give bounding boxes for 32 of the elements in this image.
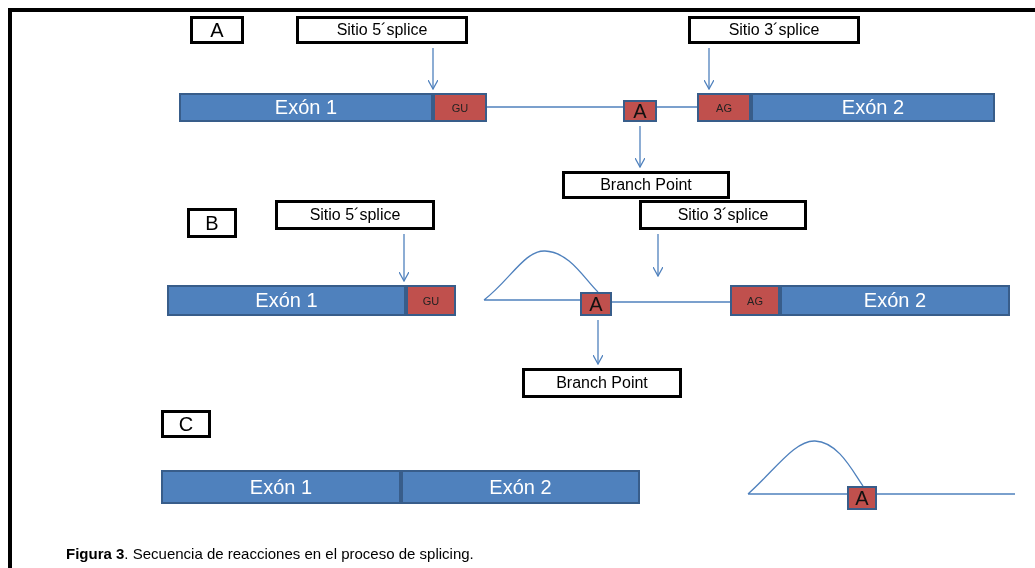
intron-line	[486, 106, 624, 108]
splice-site-box: GU	[433, 93, 487, 122]
exon-bar: Exón 2	[401, 470, 640, 504]
branch-point-box: A	[623, 100, 657, 122]
callout-box: Sitio 5´splice	[296, 16, 468, 44]
splice-site-box: AG	[697, 93, 751, 122]
splice-site-box: AG	[730, 285, 780, 316]
callout-box: Sitio 5´splice	[275, 200, 435, 230]
callout-box: Branch Point	[522, 368, 682, 398]
arrow	[652, 233, 664, 277]
callout-box: Sitio 3´splice	[688, 16, 860, 44]
callout-box: Branch Point	[562, 171, 730, 199]
branch-point-box: A	[580, 292, 612, 316]
arrow	[427, 47, 439, 90]
intron-line	[611, 301, 731, 303]
exon-bar: Exón 1	[167, 285, 406, 316]
arrow	[634, 125, 646, 168]
callout-box: Sitio 3´splice	[639, 200, 807, 230]
arrow	[592, 319, 604, 365]
branch-point-box: A	[847, 486, 877, 510]
arrow	[398, 233, 410, 282]
exon-bar: Exón 2	[780, 285, 1010, 316]
exon-bar: Exón 2	[751, 93, 995, 122]
exon-bar: Exón 1	[161, 470, 401, 504]
panel-label: B	[187, 208, 237, 238]
intron-line	[656, 106, 698, 108]
arrow	[703, 47, 715, 90]
panel-label: A	[190, 16, 244, 44]
exon-bar: Exón 1	[179, 93, 433, 122]
figure-caption: Figura 3. Secuencia de reacciones en el proceso de splicing.	[66, 545, 474, 562]
splice-site-box: GU	[406, 285, 456, 316]
panel-label: C	[161, 410, 211, 438]
